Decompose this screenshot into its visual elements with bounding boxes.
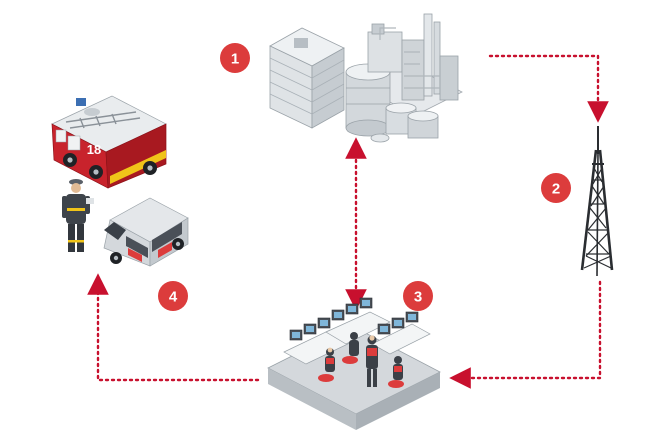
control-room-icon: [267, 297, 441, 430]
step-number-3: 3: [414, 289, 422, 306]
arrow-tower-to-control: [449, 280, 602, 389]
step-number-4: 4: [169, 289, 178, 306]
truck-number: 18: [87, 142, 101, 157]
van-icon: [103, 197, 189, 267]
step-number-2: 2: [552, 181, 560, 198]
arrow-site-to-tower: [488, 54, 609, 123]
fire-truck-icon: 18: [51, 95, 167, 189]
step-badge-3: 3: [403, 281, 433, 311]
flow-arrows: [87, 54, 609, 389]
step-badge-2: 2: [541, 173, 571, 203]
relay-tower-icon: [580, 126, 614, 277]
arrow-control-to-response: [87, 273, 260, 382]
operator-figures: [325, 332, 403, 387]
industrial-site-icon: [269, 13, 463, 143]
step-badge-4: 4: [158, 281, 188, 311]
firefighter-icon: [62, 179, 94, 252]
step-badge-1: 1: [220, 43, 250, 73]
step-number-1: 1: [231, 51, 239, 68]
emergency-response-icon: 18: [51, 95, 189, 267]
